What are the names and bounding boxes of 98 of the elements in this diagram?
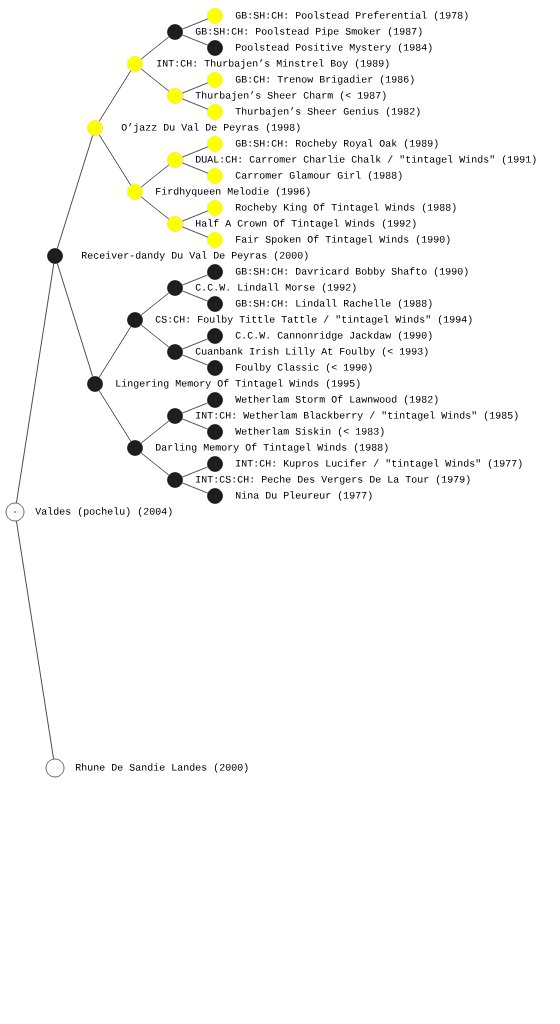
name-label: Fair Spoken Of Tintagel Winds (1990) <box>236 235 450 245</box>
circle-marker <box>207 488 223 504</box>
connector-line <box>181 402 209 414</box>
circle-marker <box>207 136 223 152</box>
name-label: Receiver-dandy Du Val De Peyras (2000) <box>82 251 308 261</box>
connector-line <box>140 420 170 444</box>
connector-line <box>98 134 132 186</box>
name-label: Nina Du Pleureur (1977) <box>236 491 372 501</box>
connector-line <box>140 292 170 316</box>
connector-line <box>16 263 55 504</box>
name-label: Rocheby King Of Tintagel Winds (1988) <box>236 203 456 213</box>
circle-marker <box>87 376 103 392</box>
connector-line <box>181 82 209 94</box>
connector-line <box>16 520 54 760</box>
circle-marker <box>167 344 183 360</box>
connector-line <box>181 210 209 222</box>
connector-line <box>140 36 170 60</box>
connector-line <box>181 466 209 478</box>
circle-marker <box>207 424 223 440</box>
circle-marker <box>87 120 103 136</box>
circle-marker <box>207 72 223 88</box>
name-label: Carromer Glamour Girl (1988) <box>235 171 402 181</box>
connector-line <box>98 70 132 122</box>
name-label: CS:CH: Foulby Tittle Tattle / "tintagel Winds" (1994) <box>155 315 472 325</box>
name-label: Cuanbank Irish Lilly At Foulby (< 1993) <box>195 347 428 357</box>
circle-marker <box>167 280 183 296</box>
connector-line <box>140 452 170 476</box>
circle-marker <box>127 56 143 72</box>
name-label: Poolstead Positive Mystery (1984) <box>236 43 432 53</box>
circle-marker <box>127 312 143 328</box>
circle-marker <box>167 408 183 424</box>
connector-line <box>181 146 209 158</box>
name-label: Thurbajen’s Sheer Genius (1982) <box>235 107 420 117</box>
circle-marker <box>5 502 25 522</box>
name-label: Foulby Classic (< 1990) <box>236 363 372 373</box>
name-label: Darling Memory Of Tintagel Winds (1988) <box>156 443 388 453</box>
circle-marker <box>127 440 143 456</box>
name-label: Wetherlam Siskin (< 1983) <box>235 427 384 437</box>
circle-marker <box>167 24 183 40</box>
connector-line <box>98 326 132 378</box>
name-label: GB:SH:CH: Rocheby Royal Oak (1989) <box>235 139 438 149</box>
circle-marker <box>167 152 183 168</box>
name-label: C.C.W. Cannonridge Jackdaw (1990) <box>235 331 432 341</box>
name-label: Wetherlam Storm Of Lawnwood (1982) <box>235 395 438 405</box>
connector-line <box>57 263 93 377</box>
connector-line <box>181 18 209 30</box>
name-label: Firdhyqueen Melodie (1996) <box>156 187 310 197</box>
name-label: C.C.W. Lindall Morse (1992) <box>195 283 356 293</box>
connector-line <box>57 135 93 249</box>
name-label: O’jazz Du Val De Peyras (1998) <box>121 123 300 133</box>
connector-line <box>181 418 209 430</box>
circle-marker <box>47 248 63 264</box>
name-label: DUAL:CH: Carromer Charlie Chalk / "tintagel Winds" (1991) <box>196 155 536 165</box>
circle-marker <box>207 8 223 24</box>
name-label: INT:CH: Kupros Lucifer / "tintagel Winds" (1977) <box>236 459 522 469</box>
connector-line <box>181 162 209 174</box>
connector-line <box>181 34 209 46</box>
connector-line <box>181 354 209 366</box>
name-label: GB:SH:CH: Poolstead Preferential (1978) <box>235 11 468 21</box>
name-label: INT:CH: Thurbajen’s Minstrel Boy (1989) <box>157 59 389 69</box>
connector-line <box>140 324 170 348</box>
connector-line <box>181 290 209 302</box>
connector-line <box>140 196 170 220</box>
circle-marker <box>207 168 223 184</box>
connector-line <box>140 68 170 92</box>
connector-line <box>140 164 170 188</box>
name-label: Thurbajen’s Sheer Charm (< 1987) <box>195 91 386 101</box>
circle-marker <box>45 758 65 778</box>
connector-line <box>181 274 209 286</box>
connector-line <box>181 226 209 238</box>
name-label: Half A Crown Of Tintagel Winds (1992) <box>196 219 416 229</box>
name-label: INT:CH: Wetherlam Blackberry / "tintagel Winds" (1985) <box>196 411 518 421</box>
circle-marker <box>167 88 183 104</box>
circle-marker <box>167 472 183 488</box>
circle-marker <box>207 40 223 56</box>
circle-marker <box>207 392 223 408</box>
name-label: GB:SH:CH: Davricard Bobby Shafto (1990) <box>235 267 468 277</box>
circle-marker <box>207 360 223 376</box>
connector-line <box>181 338 209 350</box>
name-label: Valdes (pochelu) (2004) <box>35 507 172 517</box>
circle-marker <box>207 200 223 216</box>
name-label: INT:CS:CH: Peche Des Vergers De La Tour (1979) <box>196 475 470 485</box>
connector-line <box>98 390 132 442</box>
circle-marker <box>207 232 223 248</box>
name-label: Rhune De Sandie Landes (2000) <box>76 763 248 773</box>
name-label: GB:CH: Trenow Brigadier (1986) <box>235 75 414 85</box>
circle-marker <box>167 216 183 232</box>
circle-marker <box>207 264 223 280</box>
circle-marker <box>207 456 223 472</box>
circle-marker <box>207 328 223 344</box>
circle-marker <box>207 104 223 120</box>
name-label: GB:SH:CH: Lindall Rachelle (1988) <box>235 299 432 309</box>
connector-line <box>181 98 209 110</box>
circle-marker <box>207 296 223 312</box>
name-label: Lingering Memory Of Tintagel Winds (1995) <box>116 379 360 389</box>
connector-line <box>181 482 209 494</box>
name-label: GB:SH:CH: Poolstead Pipe Smoker (1987) <box>195 27 422 37</box>
circle-marker <box>127 184 143 200</box>
